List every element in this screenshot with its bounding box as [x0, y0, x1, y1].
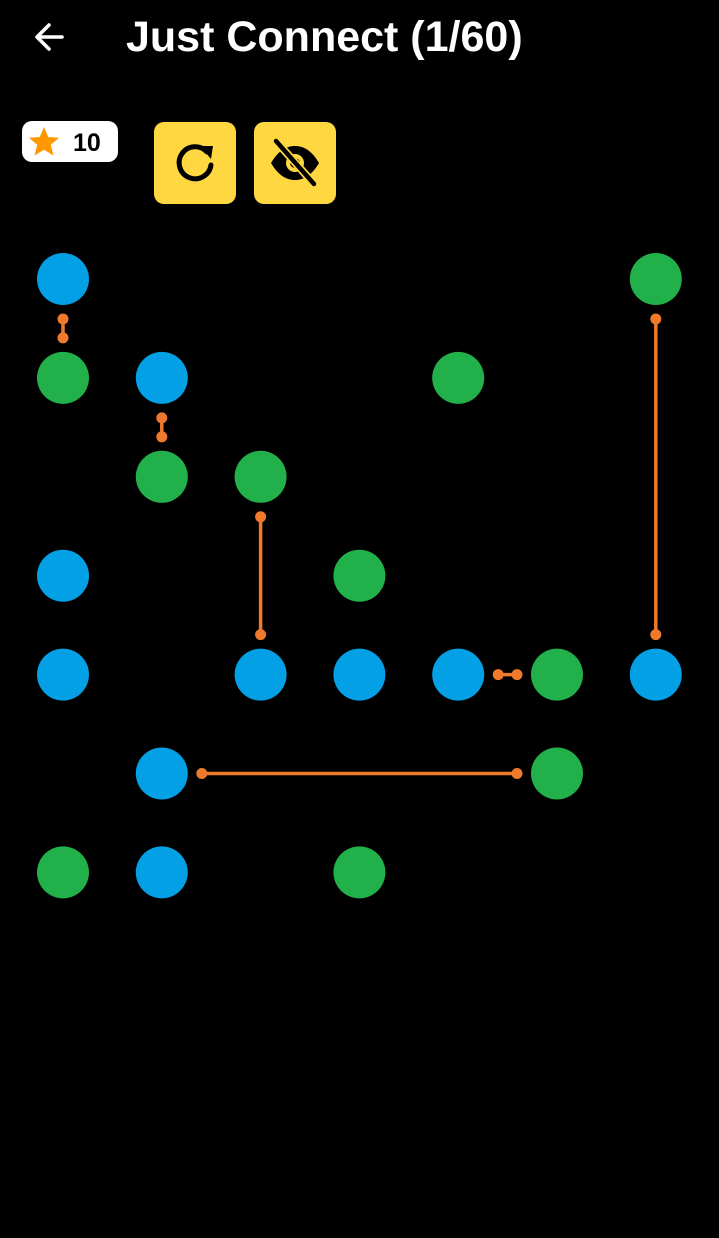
link-endpoint — [255, 629, 267, 641]
star-count-badge: 10 — [22, 121, 118, 162]
blue-node[interactable] — [234, 648, 287, 701]
green-node[interactable] — [432, 351, 485, 404]
link-line — [492, 669, 523, 681]
green-node[interactable] — [37, 846, 89, 899]
restart-button[interactable] — [154, 122, 236, 204]
blue-node[interactable] — [37, 549, 89, 602]
link-endpoint — [156, 412, 168, 424]
green-node[interactable] — [333, 549, 386, 602]
link-line — [650, 313, 662, 641]
link-endpoint — [57, 313, 69, 325]
blue-node[interactable] — [432, 648, 485, 701]
blue-node[interactable] — [333, 648, 386, 701]
link-line — [156, 412, 168, 443]
back-button[interactable] — [24, 14, 74, 60]
blue-node[interactable] — [135, 351, 188, 404]
arrow-left-icon — [35, 23, 64, 51]
restart-icon — [176, 144, 214, 182]
link-endpoint — [156, 431, 168, 443]
blue-node[interactable] — [37, 648, 89, 701]
green-node[interactable] — [37, 351, 89, 404]
blue-node[interactable] — [135, 846, 188, 899]
green-node[interactable] — [531, 747, 583, 800]
blue-node[interactable] — [135, 747, 188, 800]
star-count: 10 — [73, 129, 101, 157]
link-line — [196, 768, 523, 779]
green-node[interactable] — [333, 846, 386, 899]
link-endpoint — [196, 768, 208, 779]
blue-node[interactable] — [629, 648, 682, 701]
top-bar: Just Connect (1/60) — [0, 0, 719, 76]
link-endpoint — [511, 768, 523, 779]
hide-lines-button[interactable] — [254, 122, 336, 204]
link-endpoint — [255, 511, 267, 523]
green-node[interactable] — [135, 450, 188, 503]
link-endpoint — [57, 332, 69, 344]
link-endpoint — [650, 313, 662, 325]
blue-node[interactable] — [37, 253, 89, 305]
eye-off-icon — [271, 137, 319, 188]
link-line — [57, 313, 69, 344]
page-title: Just Connect (1/60) — [126, 13, 523, 61]
link-endpoint — [511, 669, 523, 681]
star-icon — [29, 127, 59, 156]
green-node[interactable] — [629, 253, 682, 305]
link-endpoint — [492, 669, 504, 681]
green-node[interactable] — [531, 648, 583, 701]
green-node[interactable] — [234, 450, 287, 503]
link-line — [255, 511, 267, 641]
link-endpoint — [650, 629, 662, 641]
